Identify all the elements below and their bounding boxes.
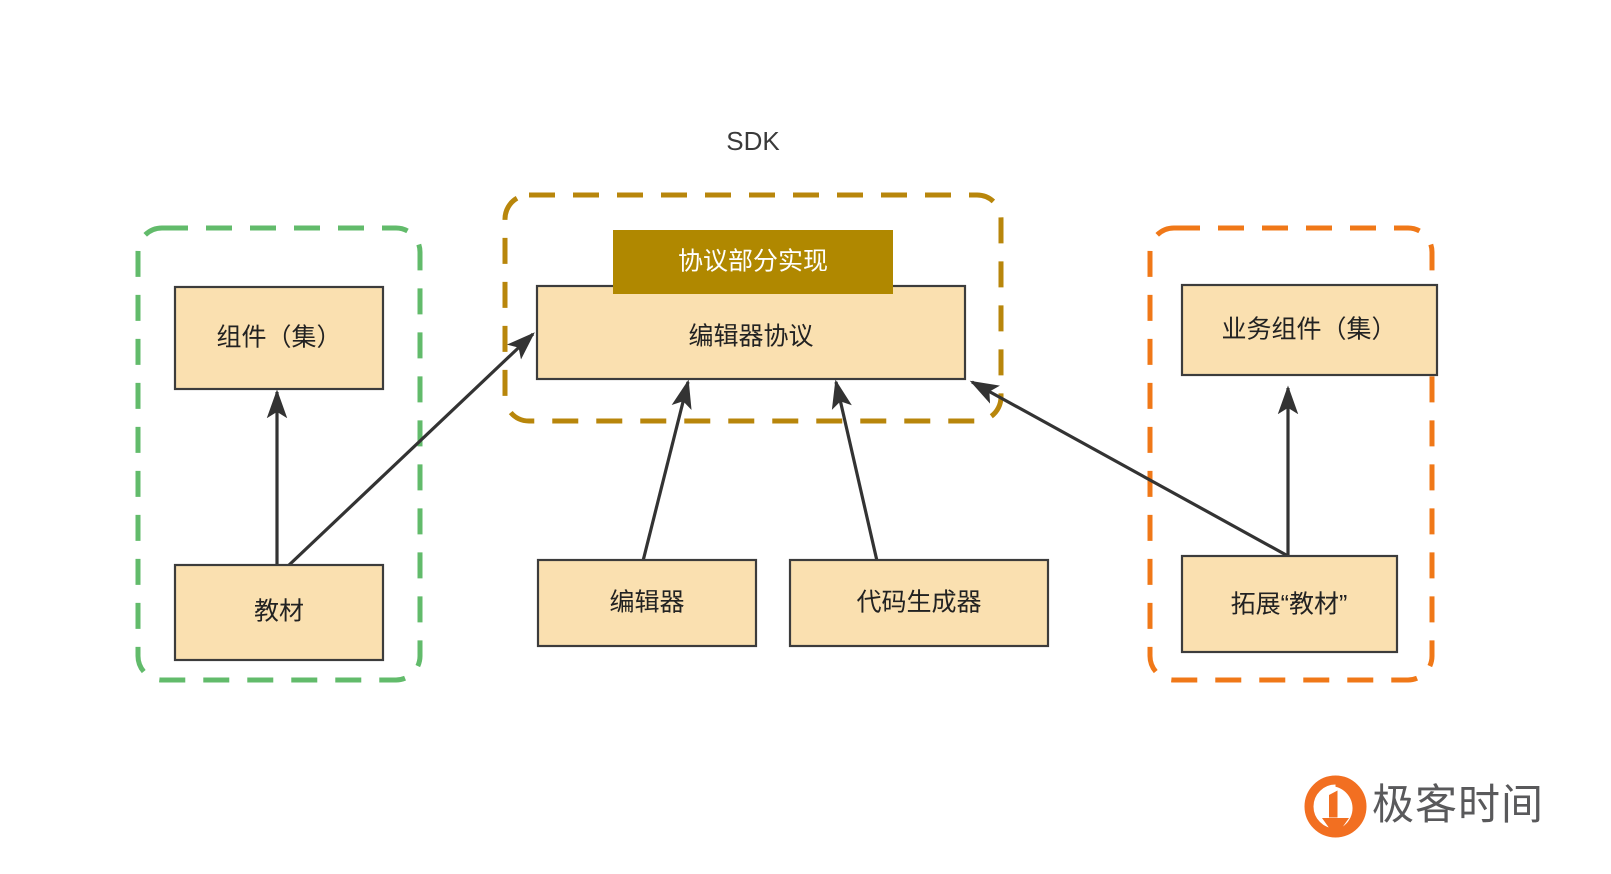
group-sdk-boundary <box>502 192 1004 424</box>
node-ext-textbook-box[interactable] <box>1180 554 1399 654</box>
group-containers: SDK <box>135 126 1435 683</box>
node-editor-protocol[interactable]: 编辑器协议 <box>535 284 967 381</box>
edge-codegen-to-editor-protocol <box>831 379 879 562</box>
node-components-box[interactable] <box>173 285 385 391</box>
node-code-generator[interactable]: 代码生成器 <box>788 558 1050 648</box>
node-biz-components-box[interactable] <box>1180 283 1439 377</box>
node-editor-protocol-label: 编辑器协议 <box>688 323 813 351</box>
node-protocol-impl-label: 协议部分实现 <box>678 248 828 276</box>
node-textbook-box[interactable] <box>173 563 385 662</box>
node-protocol-impl[interactable]: 协议部分实现 <box>613 230 893 294</box>
node-biz-components-label: 业务组件（集） <box>1221 316 1396 344</box>
node-editor-protocol-box[interactable] <box>535 284 967 381</box>
node-components[interactable]: 组件（集） <box>173 285 385 391</box>
group-sdk-title: SDK <box>726 126 780 156</box>
watermark-logo-text: 极客时间 <box>1372 781 1544 828</box>
node-biz-components[interactable]: 业务组件（集） <box>1180 283 1439 377</box>
node-editor[interactable]: 编辑器 <box>536 558 758 648</box>
edge-ext-to-editor-protocol <box>969 380 1289 558</box>
node-ext-textbook-label: 拓展“教材” <box>1231 591 1348 619</box>
edge-textbook-to-editor-protocol <box>286 332 535 568</box>
node-editor-label: 编辑器 <box>609 589 684 617</box>
node-ext-textbook[interactable]: 拓展“教材” <box>1180 554 1399 654</box>
watermark-logo: 极客时间 <box>1304 775 1544 838</box>
node-editor-box[interactable] <box>536 558 758 648</box>
node-code-generator-label: 代码生成器 <box>856 589 981 617</box>
geekbang-logo-mark <box>1304 775 1367 838</box>
node-textbook[interactable]: 教材 <box>173 563 385 662</box>
edge-editor-to-editor-protocol <box>641 379 692 562</box>
node-components-label: 组件（集） <box>216 324 341 352</box>
node-textbook-label: 教材 <box>254 598 304 626</box>
edges-layer <box>266 332 1299 568</box>
node-code-generator-box[interactable] <box>788 558 1050 648</box>
node-protocol-impl-box[interactable] <box>613 230 893 294</box>
